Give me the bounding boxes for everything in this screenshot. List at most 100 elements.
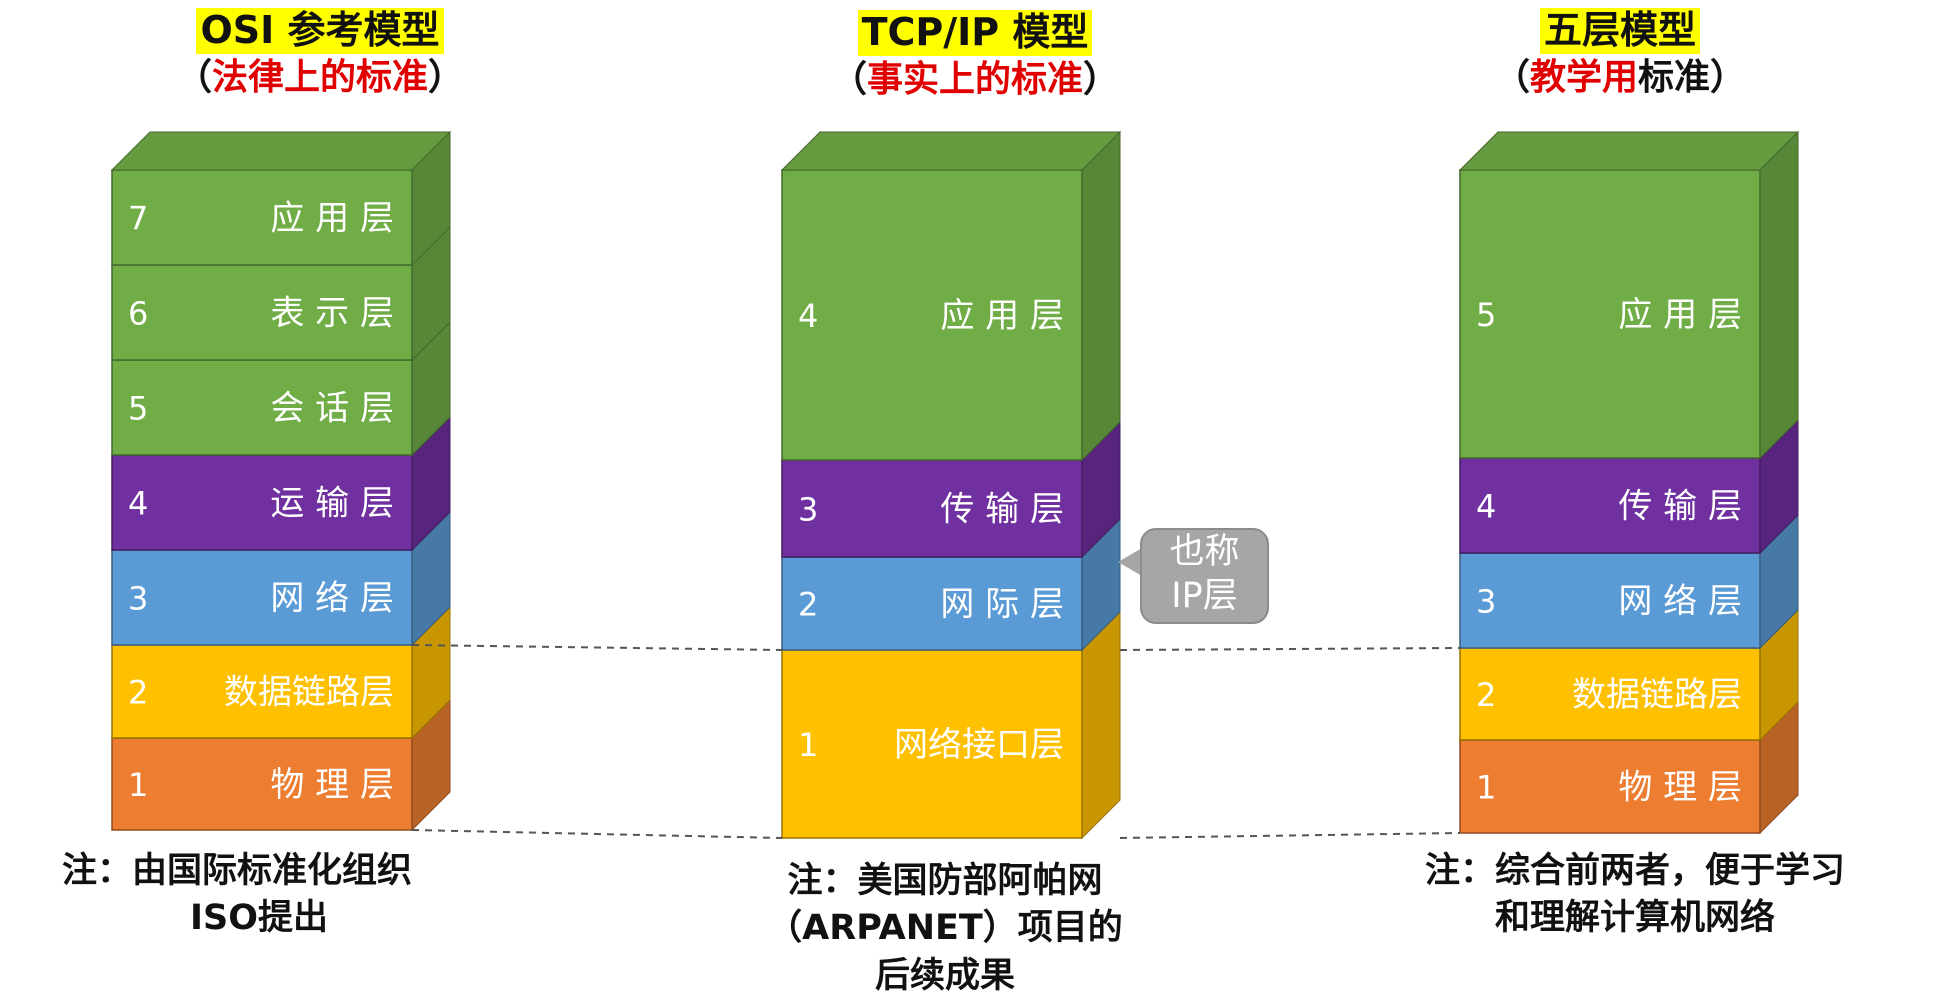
layer-name: 网 络 层 — [1618, 582, 1742, 622]
layer-name: 运 输 层 — [270, 484, 394, 524]
dashed-connector — [1119, 647, 1461, 651]
five-layer-2: 2 数据链路层 — [1459, 608, 1799, 742]
tcpip-stack: 1 网络接口层 2 网 际 层 3 传 输 层 4 应 用 层 — [780, 130, 1122, 840]
osi-title: OSI 参考模型 — [196, 8, 444, 54]
osi-layer-7: 7 应 用 层 — [110, 130, 452, 267]
bubble-tail — [1118, 548, 1142, 576]
layer-number: 5 — [128, 390, 148, 428]
layer-name: 网 络 层 — [270, 579, 394, 619]
tcpip-title-block: TCP/IP 模型 （事实上的标准） — [765, 10, 1185, 101]
five-note: 注：综合前两者，便于学习 和理解计算机网络 — [1385, 848, 1885, 943]
osi-layer-3: 3 网 络 层 — [111, 510, 451, 647]
layer-number: 3 — [798, 491, 818, 529]
osi-stack: 1 物 理 层 2 数据链路层 3 网 络 层 4 运 输 层 5 会 话 层 6 表 示 层 7 应 用… — [110, 130, 452, 832]
layer-number: 3 — [128, 580, 148, 618]
layer-side-face — [1081, 610, 1121, 840]
layer-front-face — [111, 264, 413, 361]
layer-front-face — [1459, 739, 1761, 834]
ip-layer-bubble-text: 也称IP层 — [1169, 532, 1240, 616]
dashed-connector — [411, 829, 783, 839]
layer-name: 传 输 层 — [1618, 487, 1742, 527]
layer-front-face — [1459, 647, 1761, 741]
layer-name: 物 理 层 — [270, 765, 394, 805]
five-layer-3: 3 网 络 层 — [1459, 513, 1799, 650]
osi-note-line2: ISO提出 — [190, 898, 328, 939]
five-layer-5: 5 应 用 层 — [1458, 130, 1800, 460]
layer-front-face — [1459, 169, 1761, 459]
layer-top-face — [1458, 131, 1800, 171]
five-layer-1: 1 物 理 层 — [1459, 700, 1799, 835]
layer-number: 1 — [798, 726, 818, 764]
tcpip-layer-4: 4 应 用 层 — [780, 130, 1122, 462]
layer-name: 网络接口层 — [894, 725, 1064, 765]
layer-front-face — [111, 359, 413, 456]
tcpip-layer-1: 1 网络接口层 — [781, 610, 1121, 840]
layer-side-face — [1759, 130, 1799, 460]
tcpip-layer-2: 2 网 际 层 — [781, 517, 1121, 652]
layer-name: 会 话 层 — [270, 389, 394, 429]
osi-layer-1: 1 物 理 层 — [111, 698, 451, 832]
layer-front-face — [111, 454, 413, 551]
osi-layer-2: 2 数据链路层 — [111, 605, 451, 740]
osi-layer-5: 5 会 话 层 — [111, 320, 451, 457]
layer-front-face — [781, 556, 1083, 651]
layer-front-face — [111, 169, 413, 266]
layer-number: 2 — [798, 586, 818, 624]
five-stack: 1 物 理 层 2 数据链路层 3 网 络 层 4 传 输 层 5 应 用 层 — [1458, 130, 1800, 835]
layer-name: 应 用 层 — [1618, 295, 1742, 335]
tcpip-title: TCP/IP 模型 — [857, 10, 1093, 56]
layer-side-face — [1081, 130, 1121, 462]
layer-front-face — [111, 549, 413, 646]
layer-number: 1 — [1476, 769, 1496, 807]
layer-name: 应 用 层 — [940, 296, 1064, 336]
layer-top-face — [110, 131, 452, 171]
layer-front-face — [111, 737, 413, 831]
layer-name: 数据链路层 — [224, 673, 394, 713]
layer-name: 数据链路层 — [1572, 675, 1742, 715]
layer-number: 2 — [128, 674, 148, 712]
five-title-block: 五层模型 （教学用标准） — [1410, 8, 1830, 99]
osi-subtitle: （法律上的标准） — [175, 56, 465, 98]
tcpip-note: 注：美国防部阿帕网 （ARPANET）项目的 后续成果 — [745, 858, 1145, 1000]
osi-note: 注：由国际标准化组织 ISO提出 — [62, 848, 502, 943]
layer-top-face — [780, 131, 1122, 171]
osi-layer-4: 4 运 输 层 — [111, 415, 451, 552]
five-title: 五层模型 — [1539, 8, 1700, 54]
five-layer-4: 4 传 输 层 — [1459, 418, 1799, 555]
layer-front-face — [111, 644, 413, 739]
tcpip-subtitle: （事实上的标准） — [830, 58, 1120, 100]
tcpip-note-line3: 后续成果 — [874, 955, 1015, 996]
layer-front-face — [781, 459, 1083, 558]
osi-layer-6: 6 表 示 层 — [111, 225, 451, 362]
layer-number: 1 — [128, 766, 148, 804]
tcpip-note-line2: （ARPANET）项目的 — [767, 908, 1123, 949]
five-note-line1: 注：综合前两者，便于学习 — [1424, 851, 1845, 891]
layer-number: 7 — [128, 200, 148, 238]
layer-name: 传 输 层 — [940, 490, 1064, 530]
layer-name: 网 际 层 — [940, 585, 1064, 625]
layer-name: 应 用 层 — [270, 199, 394, 239]
layer-number: 4 — [1476, 488, 1496, 526]
tcpip-note-line1: 注：美国防部阿帕网 — [787, 861, 1103, 901]
layer-number: 2 — [1476, 676, 1496, 714]
layer-number: 4 — [798, 297, 818, 335]
layer-front-face — [1459, 457, 1761, 554]
layer-name: 物 理 层 — [1618, 768, 1742, 808]
dashed-connector — [1119, 832, 1461, 839]
layer-number: 3 — [1476, 583, 1496, 621]
layer-number: 5 — [1476, 296, 1496, 334]
dashed-connector — [411, 644, 783, 651]
five-subtitle: （教学用标准） — [1493, 56, 1747, 98]
osi-title-block: OSI 参考模型 （法律上的标准） — [110, 8, 530, 99]
layer-name: 表 示 层 — [270, 294, 394, 334]
ip-layer-bubble: 也称IP层 — [1140, 528, 1269, 624]
layer-number: 6 — [128, 295, 148, 333]
layer-number: 4 — [128, 485, 148, 523]
five-note-line2: 和理解计算机网络 — [1494, 898, 1775, 939]
layer-front-face — [781, 649, 1083, 839]
layer-front-face — [1459, 552, 1761, 649]
osi-note-line1: 注：由国际标准化组织 — [62, 851, 413, 891]
tcpip-layer-3: 3 传 输 层 — [781, 420, 1121, 559]
layer-front-face — [781, 169, 1083, 461]
